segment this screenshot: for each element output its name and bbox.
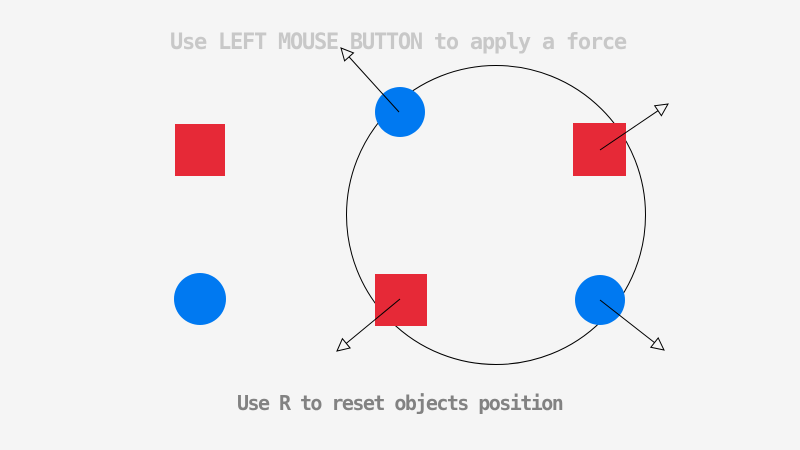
force-arrow-head: [649, 336, 665, 351]
force-arrow-line: [599, 110, 659, 151]
force-arrow-line: [348, 56, 400, 113]
force-arrow-head: [340, 47, 355, 62]
physics-box[interactable]: [175, 124, 225, 176]
instruction-reset-text: Use R to reset objects position: [237, 391, 564, 415]
physics-ball[interactable]: [174, 273, 226, 325]
physics-box[interactable]: [573, 123, 626, 176]
force-arrow-line: [345, 298, 401, 344]
force-arrow-line: [599, 299, 655, 344]
force-arrow-head: [336, 337, 352, 352]
boundary-circle: [346, 65, 646, 365]
force-arrow-head: [653, 103, 669, 117]
instruction-apply-force-text: Use LEFT MOUSE BUTTON to apply a force: [170, 30, 627, 55]
physics-box[interactable]: [375, 274, 427, 326]
